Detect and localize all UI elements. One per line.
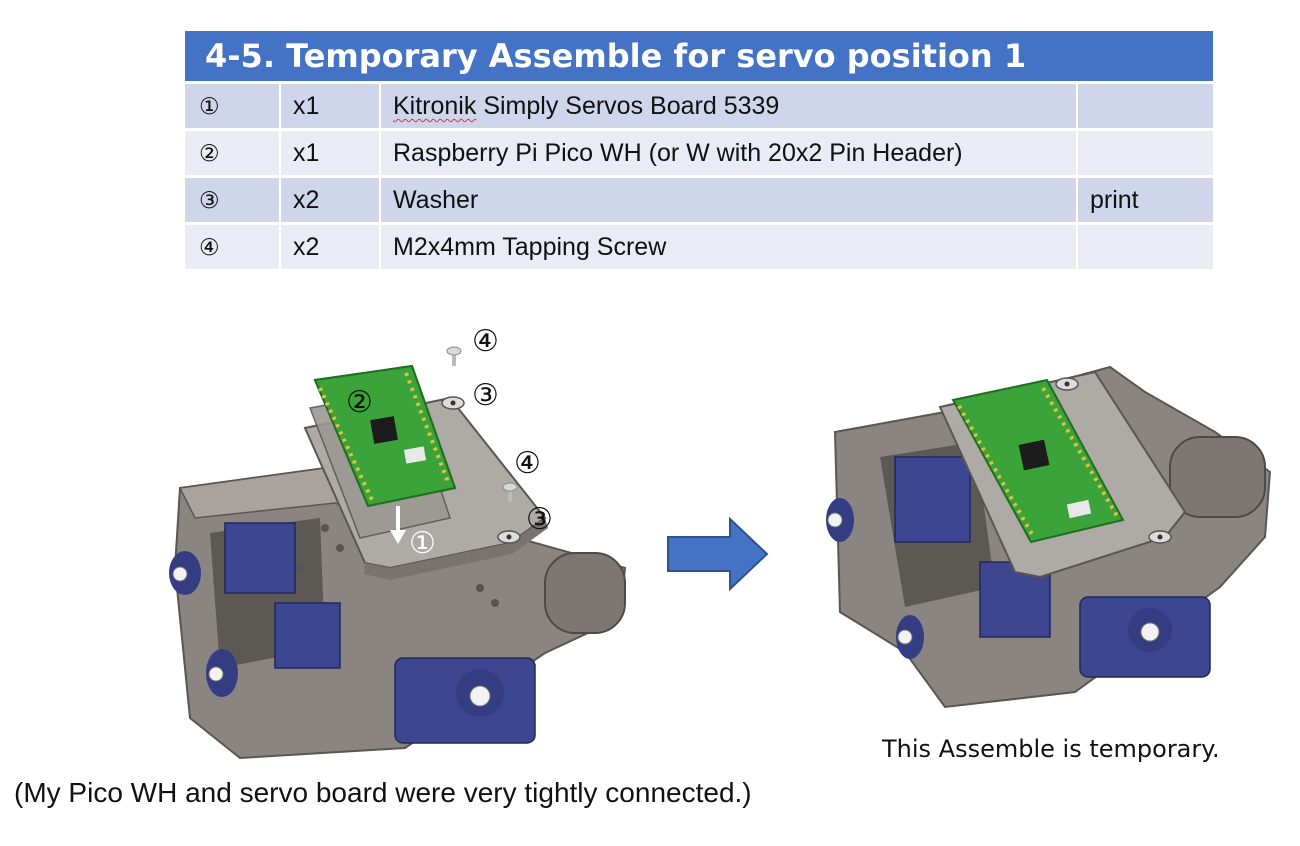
part-quantity: x2 bbox=[281, 178, 381, 222]
pico-pin-row bbox=[404, 372, 450, 483]
servo-side-right bbox=[544, 552, 626, 634]
pico-module bbox=[1066, 499, 1092, 519]
servo-body-1 bbox=[224, 522, 296, 594]
pico-chip bbox=[1018, 439, 1050, 471]
pico-module bbox=[403, 446, 427, 464]
table-row: ① x1 Kitronik Simply Servos Board 5339 bbox=[185, 84, 1213, 128]
part-quantity: x1 bbox=[281, 131, 381, 175]
plate-hole bbox=[296, 564, 304, 572]
callout-4-mid: ④ bbox=[514, 446, 541, 481]
part-name: Kitronik Simply Servos Board 5339 bbox=[381, 84, 1078, 128]
part-quantity: x2 bbox=[281, 225, 381, 269]
servo-board-plate-edge bbox=[364, 518, 548, 580]
temporary-assembly-caption: This Assemble is temporary. bbox=[882, 735, 1220, 763]
part-note: print bbox=[1090, 186, 1139, 214]
connection-note: (My Pico WH and servo board were very ti… bbox=[14, 777, 752, 808]
part-name: Washer bbox=[381, 178, 1078, 222]
callout-3-mid: ③ bbox=[526, 502, 553, 537]
screw-mid bbox=[508, 488, 512, 502]
plate-hole bbox=[321, 524, 329, 532]
servo-horn-hub-2 bbox=[208, 666, 224, 682]
plate-hole bbox=[491, 599, 499, 607]
part-note bbox=[1078, 131, 1213, 175]
part-name: Raspberry Pi Pico WH (or W with 20x2 Pin… bbox=[381, 131, 1078, 175]
part-name-text: Raspberry Pi Pico WH (or W with 20x2 Pin… bbox=[393, 139, 963, 167]
pico-chip bbox=[370, 416, 398, 444]
part-name-brand: Kitronik bbox=[393, 92, 477, 120]
callout-2: ② bbox=[346, 385, 373, 420]
pico-pin-row bbox=[1041, 386, 1119, 518]
transition-arrow bbox=[666, 516, 770, 592]
assembled-drawing bbox=[826, 365, 1272, 709]
part-number: ① bbox=[185, 84, 281, 128]
part-name-text: M2x4mm Tapping Screw bbox=[393, 233, 667, 261]
callout-1: ① bbox=[409, 526, 436, 561]
servo-side-right bbox=[1169, 436, 1266, 518]
table-row: ② x1 Raspberry Pi Pico WH (or W with 20x… bbox=[185, 131, 1213, 175]
part-number: ③ bbox=[185, 178, 281, 222]
part-name: M2x4mm Tapping Screw bbox=[381, 225, 1078, 269]
exploded-assembly-drawing bbox=[169, 346, 627, 760]
screw-top-head bbox=[446, 346, 462, 356]
parts-table: 4-5. Temporary Assemble for servo positi… bbox=[185, 31, 1213, 272]
pico-pin-row bbox=[957, 405, 1035, 537]
parts-table-body: ① x1 Kitronik Simply Servos Board 5339 ②… bbox=[185, 84, 1213, 269]
screw-mid-head bbox=[502, 482, 518, 492]
servo-body-2 bbox=[274, 602, 341, 669]
servo-body-1 bbox=[894, 456, 971, 543]
servo-horn-front-hub bbox=[469, 685, 491, 707]
servo-horn-hub-2 bbox=[897, 629, 913, 645]
part-name-text: Simply Servos Board 5339 bbox=[476, 92, 780, 120]
part-quantity: x1 bbox=[281, 84, 381, 128]
right-arrow-icon bbox=[667, 516, 769, 592]
parts-table-title: 4-5. Temporary Assemble for servo positi… bbox=[185, 31, 1213, 81]
part-note bbox=[1078, 84, 1213, 128]
part-number: ② bbox=[185, 131, 281, 175]
callout-3-top: ③ bbox=[472, 378, 499, 413]
part-note bbox=[1078, 225, 1213, 269]
part-number: ④ bbox=[185, 225, 281, 269]
table-row: ③ x2 Washer print bbox=[185, 178, 1213, 222]
servo-horn-hub-1 bbox=[172, 566, 188, 582]
assembled-illustration bbox=[825, 362, 1275, 722]
screw-top bbox=[452, 352, 456, 366]
insert-arrow-head bbox=[390, 530, 406, 544]
exploded-assembly-illustration: ④ ③ ② ④ ③ ① bbox=[150, 318, 640, 763]
servo-horn-hub-1 bbox=[827, 512, 843, 528]
servo-horn-front-hub bbox=[1140, 622, 1160, 642]
callout-4-top: ④ bbox=[472, 324, 499, 359]
plate-hole bbox=[336, 544, 344, 552]
part-name-text: Washer bbox=[393, 186, 479, 214]
table-row: ④ x2 M2x4mm Tapping Screw bbox=[185, 225, 1213, 269]
plate-hole bbox=[476, 584, 484, 592]
